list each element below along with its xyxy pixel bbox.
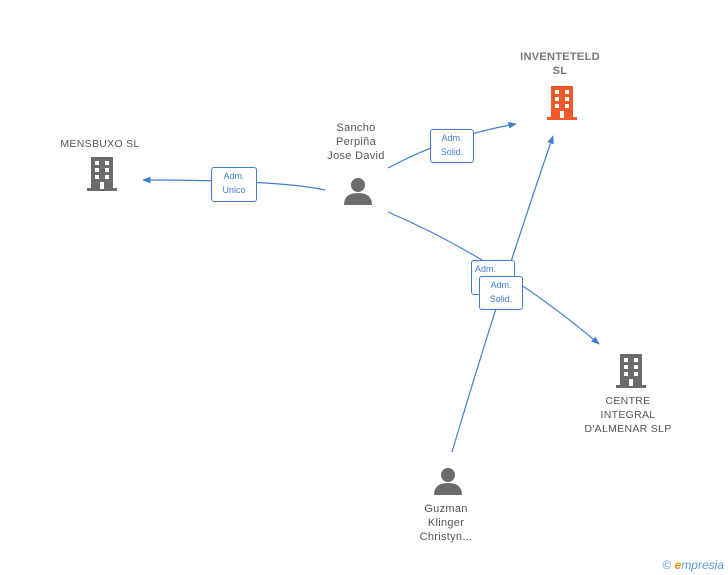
edge-label-sancho-mensbuxo: Adm. Unico xyxy=(211,167,257,202)
brand-logo-initial: e xyxy=(674,558,682,572)
brand-logo-text: mpresia xyxy=(681,558,724,572)
edge-sancho-mensbuxo xyxy=(142,176,326,191)
edge-label-sancho-inventeteld: Adm. Solid. xyxy=(430,129,474,163)
brand-footer: © empresia xyxy=(662,558,724,572)
person-label-guzman[interactable]: Guzman Klinger Christyn... xyxy=(419,503,473,543)
building-icon-centre[interactable] xyxy=(615,354,647,388)
person-label-sancho[interactable]: Sancho Perpiña Jose David xyxy=(327,122,385,162)
company-label-mensbuxo[interactable]: MENSBUXO SL xyxy=(60,138,140,150)
company-label-centre[interactable]: CENTRE INTEGRAL D'ALMENAR SLP xyxy=(584,395,672,435)
copyright-symbol: © xyxy=(662,558,672,572)
edge-label-guzman-inventeteld: Adm. Solid. xyxy=(479,276,523,310)
building-icon-inventeteld[interactable] xyxy=(546,86,578,120)
company-label-inventeteld[interactable]: INVENTETELD SL xyxy=(520,51,600,77)
person-icon-sancho[interactable] xyxy=(343,176,373,206)
building-icon-mensbuxo[interactable] xyxy=(86,157,118,191)
person-icon-guzman[interactable] xyxy=(433,466,463,496)
